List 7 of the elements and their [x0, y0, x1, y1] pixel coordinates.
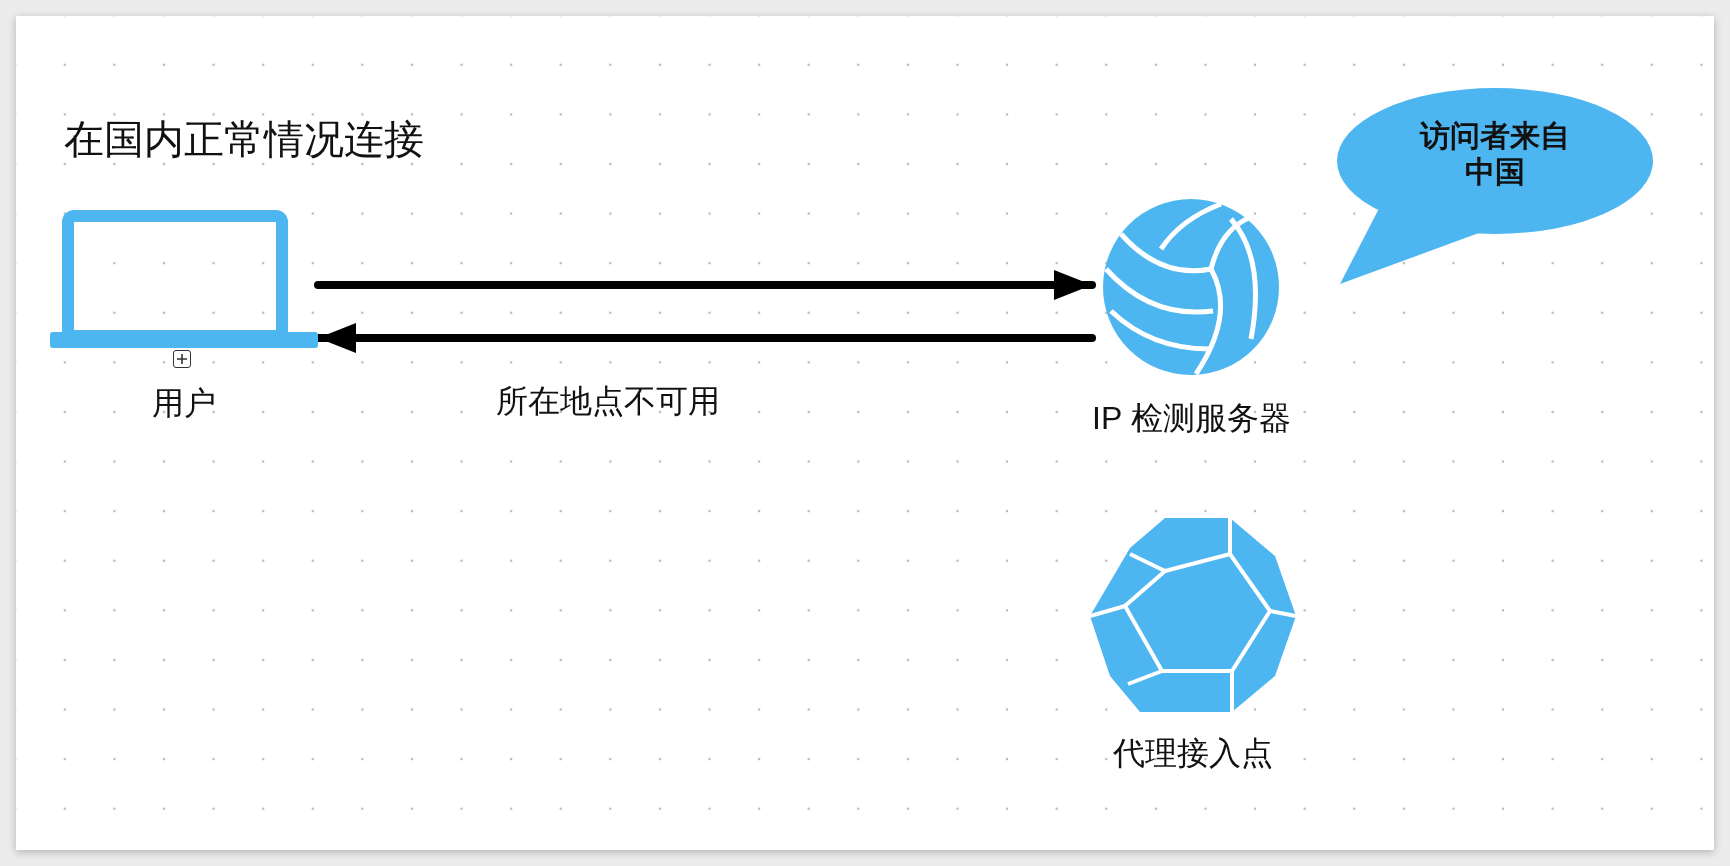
bubble-text: 访问者来自中国 [1420, 118, 1570, 190]
arrow [314, 270, 1096, 300]
title: 在国内正常情况连接 [64, 116, 424, 163]
node-label: 用户 [152, 384, 216, 423]
node-label: 代理接入点 [1113, 734, 1273, 773]
edge-label: 所在地点不可用 [495, 382, 720, 421]
node-label: IP 检测服务器 [1092, 399, 1291, 438]
